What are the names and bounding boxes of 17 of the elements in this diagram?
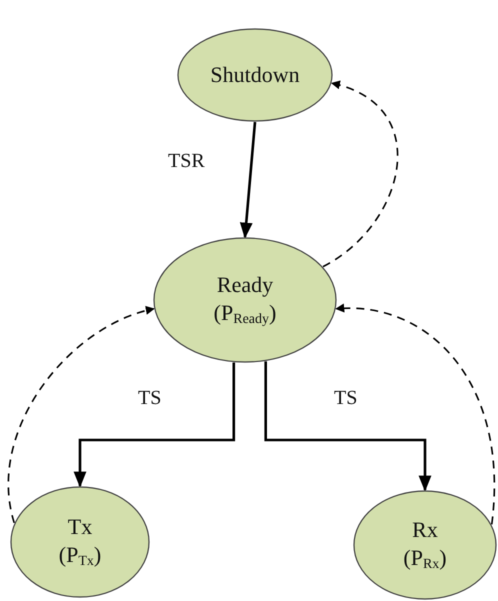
state-label: Rx — [412, 516, 438, 544]
dashed-arrow — [322, 81, 398, 268]
state-node — [353, 490, 497, 600]
arrow — [74, 362, 236, 488]
state-label: Tx — [68, 512, 92, 541]
state-label: Shutdown — [210, 60, 300, 89]
state-node — [10, 486, 150, 598]
state-label: (P$_{Tx}$) — [58, 541, 102, 572]
arrow — [240, 122, 256, 239]
arrow — [264, 361, 432, 492]
state-node — [153, 237, 337, 363]
state-node — [177, 28, 333, 122]
dashed-arrow — [8, 306, 155, 524]
dashed-arrow — [335, 304, 496, 524]
state-label: (P$_{Ready}$) — [214, 299, 276, 330]
state-label: (P$_{Rx}$) — [403, 544, 447, 574]
state-label: Ready — [216, 270, 274, 299]
